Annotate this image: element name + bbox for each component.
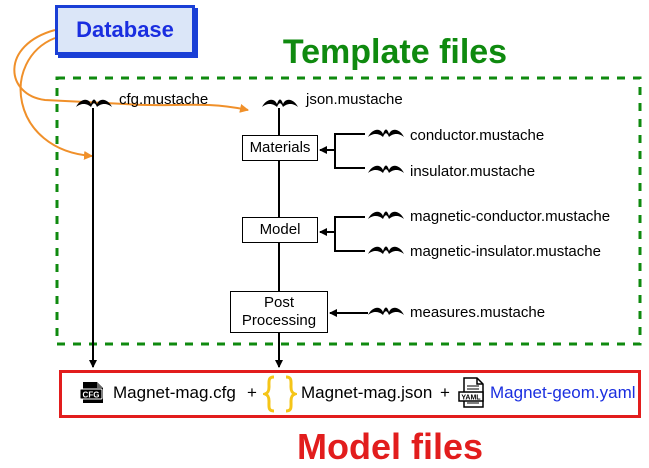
mustache-icon bbox=[368, 211, 404, 219]
mustache-icon bbox=[368, 165, 404, 173]
yaml-file-icon: YAML bbox=[458, 377, 484, 408]
materials-bracket bbox=[334, 133, 365, 169]
mustache-icon bbox=[76, 99, 112, 107]
plus-sign: + bbox=[440, 383, 450, 402]
post-processing-node: Post Processing bbox=[230, 291, 328, 333]
cfg-icon-text: CFG bbox=[83, 391, 100, 400]
post-processing-label-line1: Post bbox=[263, 294, 294, 311]
magnetic-insulator-template-label: magnetic-insulator.mustache bbox=[410, 243, 601, 260]
database-label: Database bbox=[76, 17, 174, 42]
measures-template-label: measures.mustache bbox=[410, 304, 546, 321]
yaml-output-file: Magnet-geom.yaml bbox=[490, 383, 636, 402]
model-files-box bbox=[59, 370, 641, 418]
insulator-template-label: insulator.mustache bbox=[410, 163, 536, 180]
plus-sign: + bbox=[247, 383, 257, 402]
materials-node-label: Materials bbox=[249, 139, 311, 156]
conductor-template-label: conductor.mustache bbox=[410, 127, 545, 144]
model-files-title: Model files bbox=[296, 426, 484, 467]
database-to-json-arrow bbox=[13, 29, 249, 113]
cfg-template-label: cfg.mustache bbox=[119, 91, 209, 108]
model-node: Model bbox=[242, 217, 318, 243]
template-files-title: Template files bbox=[282, 33, 508, 71]
json-output-file: Magnet-mag.json bbox=[301, 383, 433, 402]
post-processing-label-line2: Processing bbox=[241, 312, 317, 329]
yaml-icon-text: YAML bbox=[461, 395, 481, 402]
mustache-icon bbox=[368, 129, 404, 137]
template-region-border bbox=[55, 76, 642, 346]
json-template-label: json.mustache bbox=[306, 91, 403, 108]
database-box: Database bbox=[55, 5, 195, 55]
mustache-icon bbox=[262, 99, 298, 107]
cfg-file-icon: CFG bbox=[80, 382, 103, 403]
model-node-label: Model bbox=[259, 221, 301, 238]
magnetic-conductor-template-label: magnetic-conductor.mustache bbox=[410, 208, 611, 225]
mustache-icon bbox=[368, 307, 404, 315]
materials-node: Materials bbox=[242, 135, 318, 161]
model-bracket bbox=[334, 216, 365, 252]
cfg-output-file: Magnet-mag.cfg bbox=[113, 383, 236, 402]
json-braces-icon bbox=[263, 375, 297, 413]
database-to-cfg-arrow bbox=[19, 37, 93, 160]
mustache-icon bbox=[368, 246, 404, 254]
